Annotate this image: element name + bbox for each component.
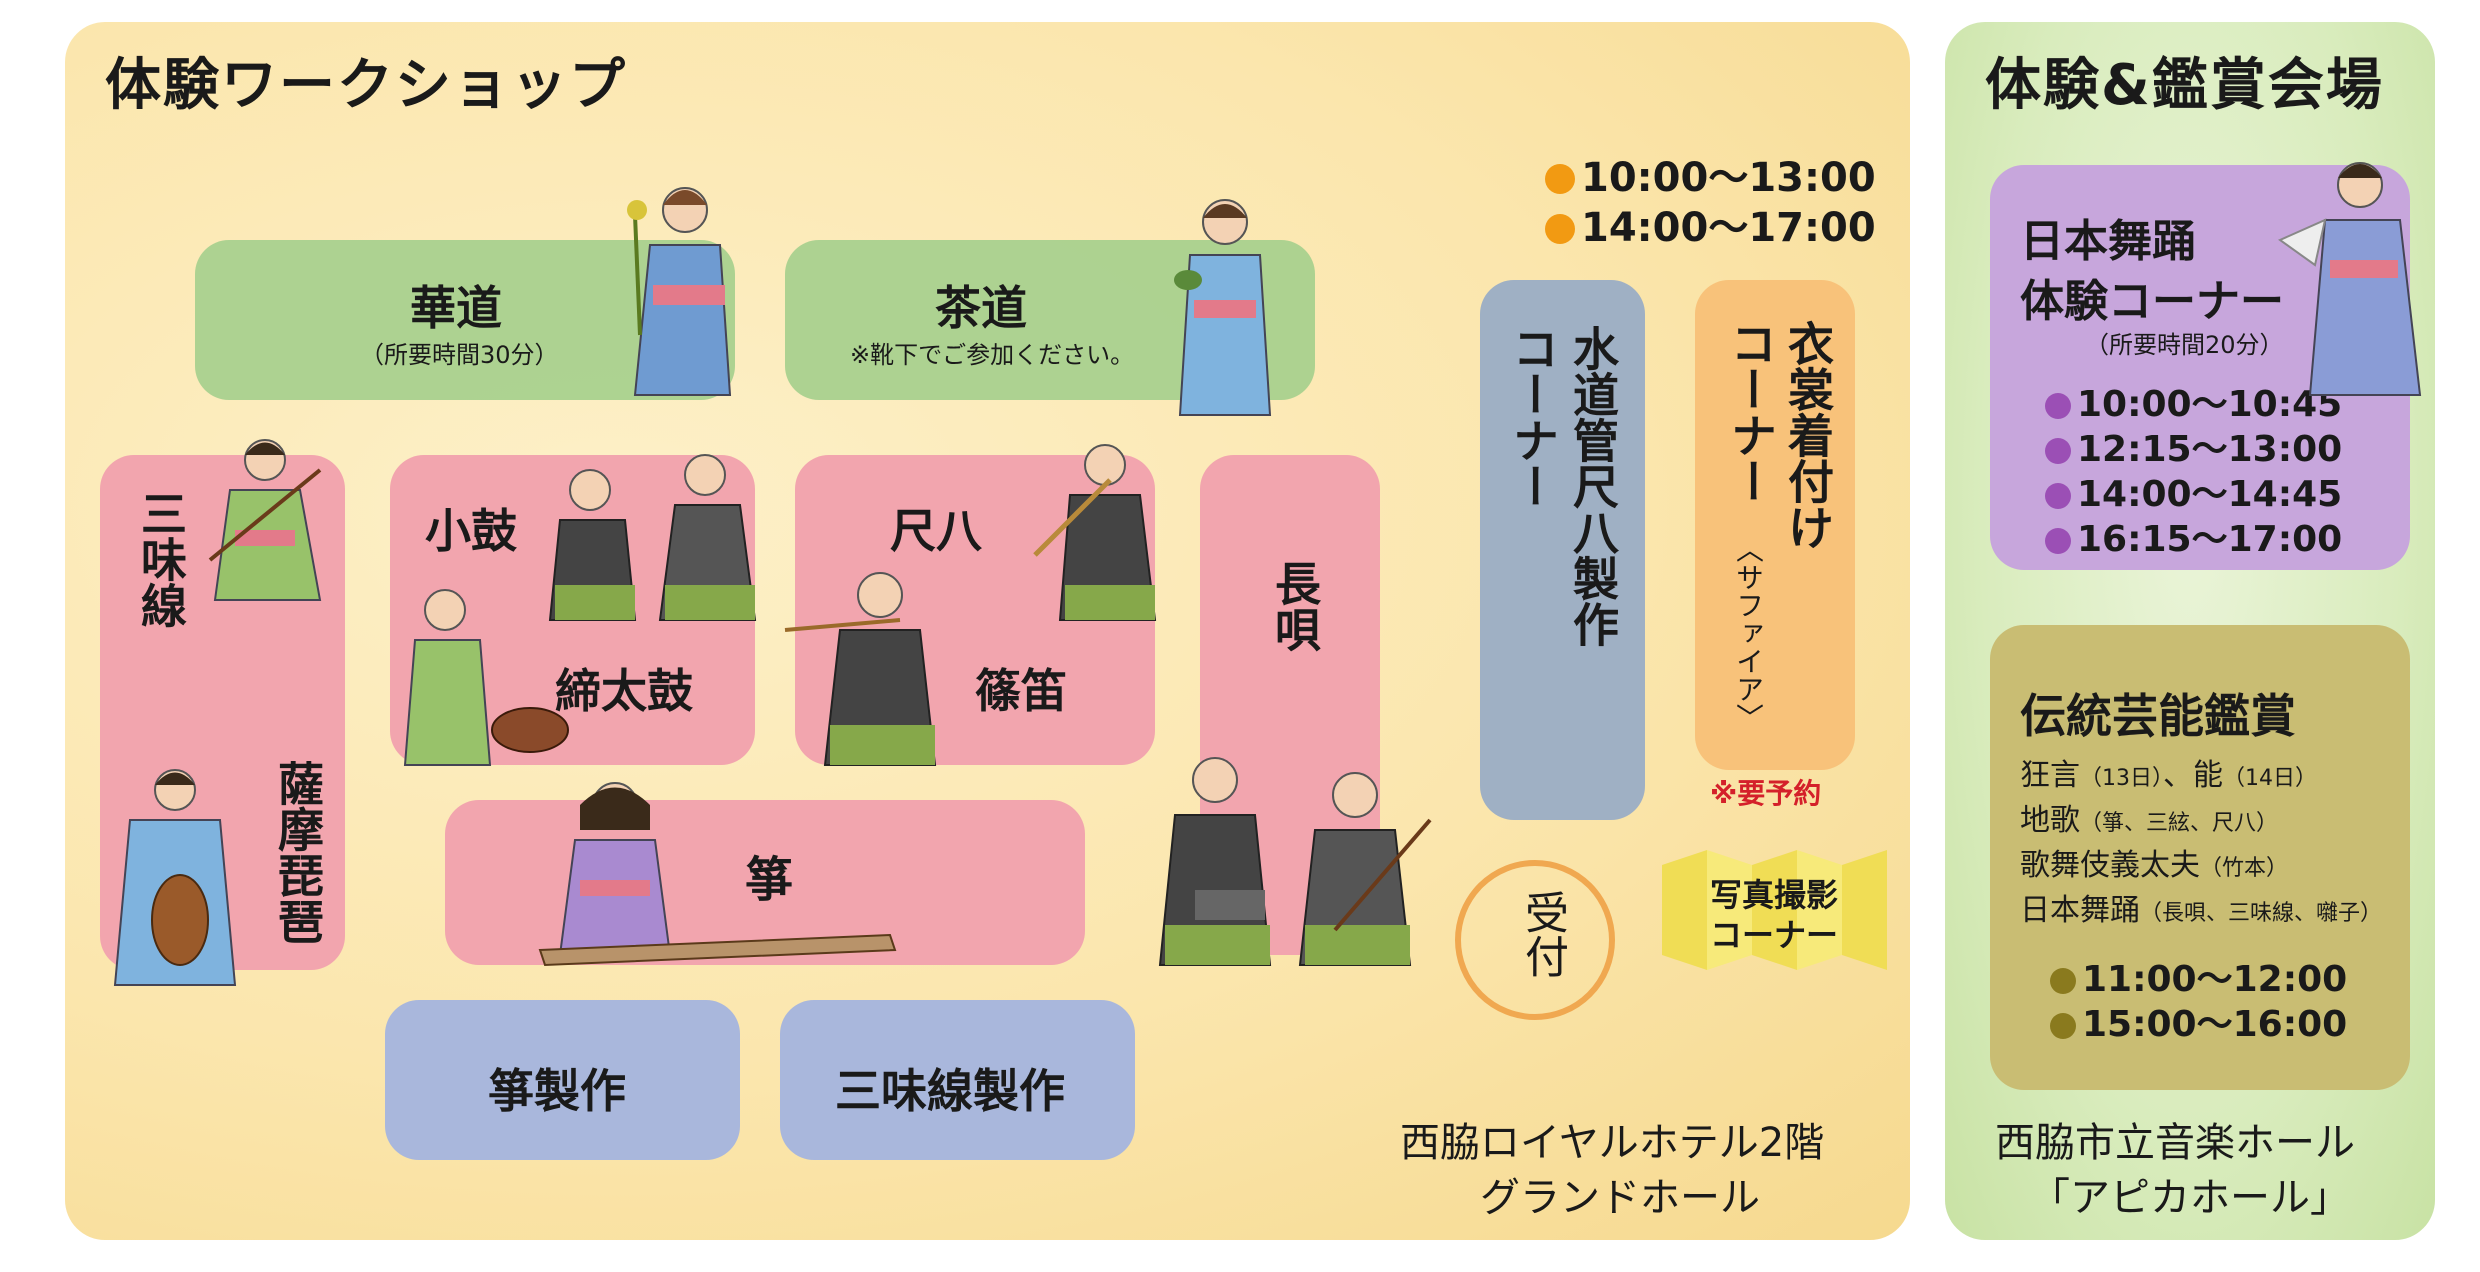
kansho-title: 伝統芸能鑑賞 — [2020, 689, 2296, 743]
shamisen-label: 三味線 — [134, 490, 188, 628]
time-dot-icon — [2050, 968, 2076, 994]
time-dot-icon — [2050, 1013, 2076, 1039]
corner-koto — [445, 800, 1085, 965]
dance-title-2: 体験コーナー — [2020, 276, 2284, 327]
nagauta-performers-icon — [1158, 757, 1432, 966]
dance-title-1: 日本舞踊 — [2020, 216, 2196, 267]
shamisen-seisaku-label: 三味線製作 — [835, 1064, 1065, 1118]
isho-label-2: コーナー — [1724, 320, 1778, 504]
time-dot-icon — [2045, 438, 2071, 464]
isho-label-1: 衣裳着付け — [1781, 320, 1835, 550]
shimedaiko-label: 締太鼓 — [555, 664, 693, 718]
time-dot-icon — [2045, 393, 2071, 419]
dance-time-2: 12:15～13:00 — [2045, 420, 2342, 472]
sado-note: ※靴下でご参加ください。 — [850, 341, 1135, 369]
isho-sub: 〈サファイア〉 — [1732, 535, 1765, 731]
workshop-location-1: 西脇ロイヤルホテル2階 — [1400, 1120, 1825, 1166]
kansho-time-2: 15:00～16:00 — [2050, 995, 2347, 1047]
venue-location-2: 「アピカホール」 — [2030, 1175, 2350, 1221]
biwa-player-icon — [113, 769, 237, 986]
time-dot-icon — [2045, 528, 2071, 554]
shinobue-label: 篠笛 — [975, 664, 1067, 718]
corner-suidokan — [1480, 280, 1645, 820]
dance-time-1: 10:00～10:45 — [2045, 375, 2342, 427]
kansho-program-2: 地歌（箏、三絃、尺八） — [2020, 803, 2279, 838]
dance-note: （所要時間20分） — [2085, 331, 2284, 359]
suidokan-label-1: 水道管尺八製作 — [1566, 325, 1620, 647]
shakuhachi-label: 尺八 — [890, 504, 982, 558]
isho-reserve: ※要予約 — [1710, 777, 1822, 810]
sado-person-icon — [1174, 199, 1272, 416]
koto-label: 箏 — [745, 852, 794, 908]
dance-time-4: 16:15～17:00 — [2045, 510, 2342, 562]
nagauta-label: 長唄 — [1268, 560, 1322, 652]
shamisen-player-icon — [208, 439, 322, 601]
kansho-program-1: 狂言（13日）、能（14日） — [2020, 758, 2317, 793]
satsuma-biwa-label: 薩摩琵琶 — [271, 760, 325, 944]
kansho-time-1: 11:00～12:00 — [2050, 950, 2347, 1002]
shimedaiko-player-icon — [403, 589, 569, 766]
workshop-title: 体験ワークショップ — [105, 53, 627, 118]
corner-shamisen-seisaku — [780, 1000, 1135, 1160]
byobu-screen-icon — [1662, 850, 1887, 970]
corner-isho — [1695, 280, 1855, 770]
kado-person-icon — [627, 187, 732, 396]
sado-label: 茶道 — [935, 281, 1027, 335]
koto-player-icon — [538, 782, 897, 967]
workshop-location-2: グランドホール — [1480, 1175, 1760, 1221]
kotsuzumi-players-icon — [548, 454, 757, 621]
kado-note: （所要時間30分） — [360, 341, 559, 369]
time-dot-icon — [1545, 214, 1575, 244]
time-dot-icon — [2045, 483, 2071, 509]
uketsuke-circle — [1455, 860, 1615, 1020]
kotsuzumi-label: 小鼓 — [425, 504, 517, 558]
dancer-icon — [2277, 162, 2422, 396]
photo-label-1: 写真撮影 — [1710, 876, 1839, 914]
photo-label-2: コーナー — [1710, 916, 1839, 954]
kansho-program-4: 日本舞踊（長唄、三味線、囃子） — [2020, 893, 2383, 928]
koto-seisaku-label: 箏製作 — [488, 1064, 626, 1118]
workshop-time-1: 10:00～13:00 — [1545, 145, 1876, 203]
workshop-time-2: 14:00～17:00 — [1545, 195, 1876, 253]
suidokan-label-2: コーナー — [1506, 325, 1560, 509]
time-dot-icon — [1545, 164, 1575, 194]
venue-title: 体験&鑑賞会場 — [1985, 53, 2384, 118]
corner-kansho — [1990, 625, 2410, 1090]
dance-time-3: 14:00～14:45 — [2045, 465, 2342, 517]
shinobue-player-icon — [784, 572, 937, 766]
uketsuke-label: 受付 — [1517, 890, 1568, 978]
kansho-program-3: 歌舞伎義太夫（竹本） — [2020, 848, 2289, 883]
kado-label: 華道 — [410, 281, 502, 335]
venue-location-1: 西脇市立音楽ホール — [1995, 1120, 2355, 1166]
corner-koto-seisaku — [385, 1000, 740, 1160]
shakuhachi-player-icon — [1033, 444, 1157, 621]
